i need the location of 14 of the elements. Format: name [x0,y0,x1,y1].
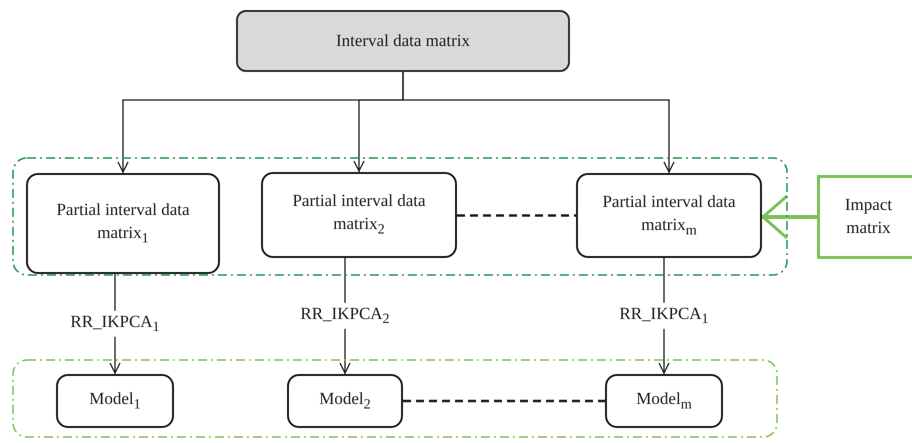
dashed-line [457,214,576,217]
process-box: Model$_{2}$ [287,374,403,428]
process-box: Partial interval data matrix$_{m}$ [576,173,762,258]
process-box: Partial interval data matrix$_{2}$ [261,172,457,258]
process-box: Partial interval data matrix$_{1}$ [26,173,220,274]
process-box: Model$_{m}$ [605,374,723,428]
arrow [402,72,675,173]
process-box: Interval data matrix [236,10,570,72]
dashed-line [403,400,605,402]
group-frame [12,157,788,276]
process-box: Model$_{1}$ [56,374,174,428]
group-frame [12,359,778,438]
arrow [762,194,817,240]
input-box: Impact matrix [817,175,912,259]
